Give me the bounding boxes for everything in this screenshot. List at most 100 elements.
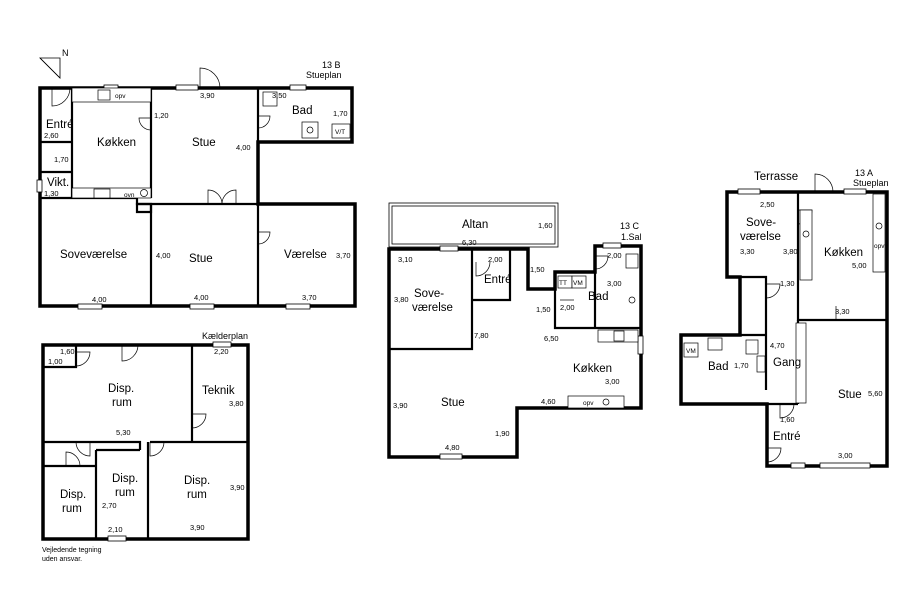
room-disp-label: Disp.: [184, 475, 210, 487]
dimension: 1,50: [530, 265, 545, 274]
window: [212, 341, 232, 348]
door: [51, 87, 71, 107]
plan-13a-outer-wall: [679, 190, 889, 468]
stove-icon: [613, 330, 625, 342]
door: [765, 283, 781, 299]
room-kokken: Køkken: [97, 137, 136, 149]
room-sove-label: Sove-: [746, 217, 776, 229]
dimension: 2,00: [560, 303, 575, 312]
plan-13c-subtitle: 1.Sal: [621, 232, 642, 242]
window: [602, 242, 622, 249]
door: [138, 117, 152, 131]
terrace-label: Terrasse: [754, 171, 798, 183]
dimension: 4,00: [194, 293, 209, 302]
room-disp-label: Disp.: [112, 473, 138, 485]
stair-icon: [795, 322, 807, 404]
plan-13c-title: 13 C: [620, 221, 640, 231]
dimension: 5,60: [868, 389, 883, 398]
window: [790, 462, 806, 469]
door: [121, 344, 139, 362]
door: [75, 441, 91, 457]
room-sove-label: værelse: [740, 231, 781, 243]
plan-13b-title: 13 B: [322, 60, 341, 70]
room-bad: Bad: [588, 291, 608, 303]
fixture-opv: opv: [115, 93, 126, 100]
dimension: 3,00: [838, 451, 853, 460]
plan-13b: 13 B Stueplan opv ovn: [36, 60, 357, 310]
room-entre: Entré: [46, 119, 74, 131]
room-teknik: Teknik: [202, 385, 235, 397]
room-sove-label: Sove-: [414, 288, 444, 300]
room-vaerelse: Værelse: [284, 249, 327, 261]
door: [191, 413, 207, 429]
window: [439, 245, 459, 252]
plan-13c: 13 C 1.Sal Altan 6,30 1,60 TT VM: [387, 202, 644, 460]
dimension: 4,00: [156, 251, 171, 260]
dimension: 1,70: [734, 361, 749, 370]
dimension: 3,80: [394, 295, 409, 304]
door: [65, 451, 81, 467]
plan-13a-title: 13 A: [855, 168, 873, 178]
window: [77, 303, 103, 310]
compass-label: N: [62, 48, 69, 58]
sink-icon: [802, 230, 810, 238]
kitchen-counter: [799, 209, 813, 281]
dimension: 3,90: [393, 401, 408, 410]
dimension: 3,30: [835, 307, 850, 316]
room-disp-label: rum: [62, 503, 82, 515]
sink-icon: [140, 189, 148, 197]
dimension: 3,80: [783, 247, 798, 256]
room-kokken: Køkken: [573, 363, 612, 375]
room-entre: Entré: [484, 274, 512, 286]
room-vikt: Vikt.: [47, 177, 69, 189]
window: [843, 188, 867, 195]
dimension: 3,90: [190, 523, 205, 532]
fixture-opv: opv: [583, 400, 594, 407]
room-disp-label: Disp.: [60, 489, 86, 501]
dimension: 7,80: [474, 331, 489, 340]
toilet-icon: [262, 91, 278, 107]
dimension: 1,60: [60, 347, 75, 356]
wall: [389, 249, 474, 351]
window: [637, 335, 644, 355]
kitchen-counter: [71, 87, 152, 103]
dimension: 2,00: [607, 251, 622, 260]
fixture-opv: opv: [874, 243, 885, 250]
wall: [43, 440, 142, 450]
disclaimer-line: Vejledende tegning: [42, 547, 102, 554]
dimension: 2,00: [488, 255, 503, 264]
sink-icon: [602, 398, 610, 406]
dimension: 5,30: [116, 428, 131, 437]
toilet-icon: [745, 339, 759, 355]
north-compass: N: [39, 48, 69, 79]
plan-13a: 13 A Stueplan Terrasse opv VM: [679, 168, 889, 469]
window: [819, 462, 871, 469]
dimension: 5,00: [852, 261, 867, 270]
door: [207, 189, 223, 205]
door: [475, 261, 491, 277]
room-altan: Altan: [462, 219, 488, 231]
fixture-tt: TT: [559, 280, 567, 287]
dimension: 1,50: [536, 305, 551, 314]
dimension: 1,70: [54, 155, 69, 164]
dimension: 3,30: [740, 247, 755, 256]
dimension: 1,60: [538, 221, 553, 230]
drain-icon: [306, 126, 314, 134]
room-entre: Entré: [773, 431, 801, 443]
window: [107, 535, 127, 542]
door: [75, 351, 91, 367]
room-sove-label: værelse: [412, 302, 453, 314]
window: [439, 453, 463, 460]
fixture-vm: VM: [686, 348, 696, 355]
door: [199, 67, 221, 89]
plan-kaelder-outer-wall: [41, 343, 250, 541]
wall: [40, 196, 355, 206]
dimension: 1,30: [44, 189, 59, 198]
dimension: 3,00: [607, 279, 622, 288]
fixture-vm: VM: [573, 280, 583, 287]
room-disp-label: rum: [112, 397, 132, 409]
dimension: 2,10: [108, 525, 123, 534]
washer-icon: [683, 342, 699, 358]
dimension: 3,10: [398, 255, 413, 264]
wall: [740, 275, 768, 300]
